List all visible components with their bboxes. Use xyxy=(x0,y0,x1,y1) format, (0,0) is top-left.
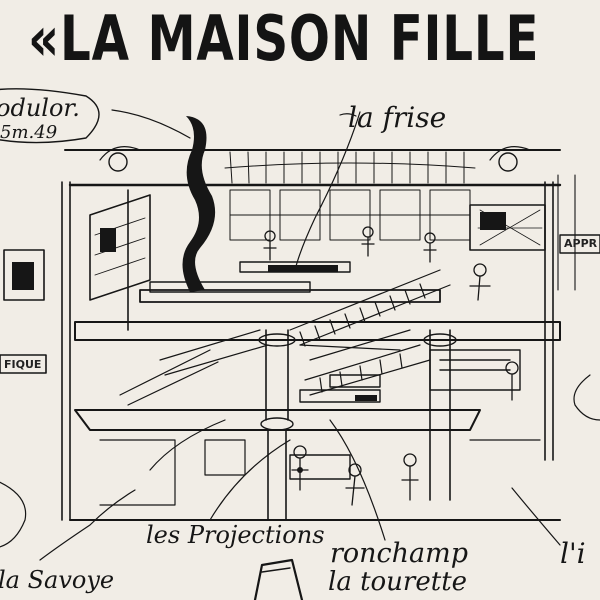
right-pavilion xyxy=(469,204,546,251)
annotation-leaders xyxy=(0,374,600,561)
label-frise: la frise xyxy=(348,101,447,134)
sketched-figures xyxy=(263,226,519,506)
modulor-bubble xyxy=(0,88,100,144)
vault-ribs xyxy=(224,151,476,184)
label-modulor-measure: 5m.49 xyxy=(0,122,58,143)
label-projections: les Projections xyxy=(146,521,325,549)
left-pavilion xyxy=(89,194,151,301)
spiral-sculpture xyxy=(182,116,216,292)
label-savoye: la Savoye xyxy=(0,566,115,594)
modulor-leader xyxy=(111,109,191,139)
label-tourette: la tourette xyxy=(328,567,468,597)
mezzanine xyxy=(139,289,441,303)
chair-sketch xyxy=(253,558,304,600)
poster-title: «LA MAISON FILLE xyxy=(28,2,540,75)
sign-left-shop: FIQUE xyxy=(4,358,42,371)
label-ronchamp: ronchamp xyxy=(330,538,469,569)
frise-leader xyxy=(294,111,361,271)
lower-floor-slab xyxy=(74,409,481,431)
upper-floor-slab xyxy=(74,321,561,341)
sign-right-shop: APPR xyxy=(564,237,598,250)
label-modulor: odulor. xyxy=(0,94,80,122)
label-edge-right: l'i xyxy=(560,537,586,570)
columns xyxy=(61,181,554,521)
grand-staircase xyxy=(119,269,451,406)
